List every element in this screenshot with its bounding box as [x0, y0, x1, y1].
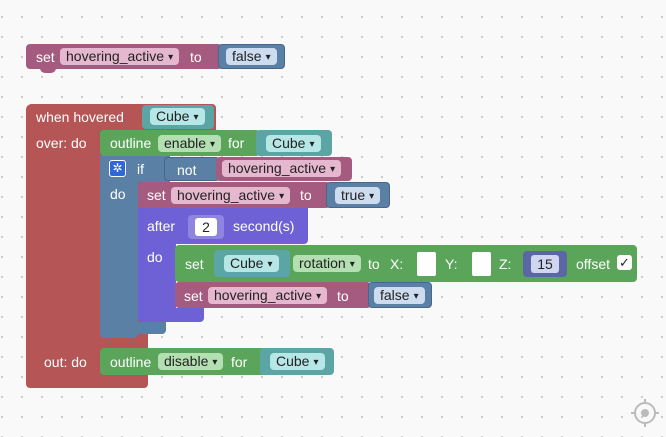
chevron-down-icon: ▾ — [267, 259, 273, 270]
out-do-label: out: do — [44, 354, 87, 370]
chevron-down-icon: ▾ — [330, 164, 336, 175]
object-name: Cube — [272, 135, 306, 151]
if-block[interactable] — [100, 156, 138, 338]
to-label: to — [190, 49, 202, 65]
object-dropdown[interactable]: Cube▾ — [224, 255, 279, 272]
outline-mode-dropdown[interactable]: disable▾ — [158, 353, 224, 370]
chevron-down-icon: ▾ — [349, 259, 355, 270]
x-input-slot[interactable] — [417, 252, 436, 276]
after-do-label: do — [147, 249, 163, 265]
seconds-input-block[interactable]: 2 — [188, 215, 224, 239]
chevron-down-icon: ▾ — [265, 52, 271, 63]
x-label: X: — [390, 256, 404, 272]
if-label: if — [137, 161, 144, 177]
if-block-footer — [100, 322, 166, 334]
chevron-down-icon: ▾ — [316, 291, 322, 302]
not-block[interactable]: not — [164, 157, 220, 181]
outline-enable-block[interactable]: outline enable▾ for — [100, 130, 260, 156]
object-block-cube-enable[interactable]: Cube▾ — [256, 130, 332, 156]
chevron-down-icon: ▾ — [279, 191, 285, 202]
boolean-block-false-top[interactable]: false▾ — [218, 44, 285, 69]
z-input[interactable]: 15 — [531, 255, 559, 273]
y-label: Y: — [445, 256, 458, 272]
outline-mode: disable — [164, 353, 209, 369]
outline-disable-block[interactable]: outline disable▾ for — [100, 348, 266, 375]
after-block-footer — [138, 308, 204, 322]
set-label: set — [36, 49, 55, 65]
boolean-value: true — [341, 187, 366, 203]
object-block-cube-disable[interactable]: Cube▾ — [260, 348, 334, 375]
set-variable-block-top[interactable]: set hovering_active▾ to — [26, 44, 222, 69]
property-name: rotation — [299, 255, 346, 271]
chevron-down-icon: ▾ — [413, 291, 419, 302]
variable-name: hovering_active — [177, 187, 276, 203]
variable-name: hovering_active — [214, 287, 313, 303]
set-variable-block-true[interactable]: set hovering_active▾ to — [138, 182, 330, 208]
chevron-down-icon: ▾ — [313, 357, 319, 368]
set-label: set — [184, 288, 203, 304]
variable-dropdown[interactable]: hovering_active▾ — [208, 287, 328, 304]
chevron-down-icon: ▾ — [210, 139, 216, 150]
set-label: set — [185, 256, 204, 272]
boolean-dropdown[interactable]: false▾ — [226, 48, 277, 65]
variable-name: hovering_active — [66, 48, 165, 64]
outline-label: outline — [110, 354, 152, 370]
object-name: Cube — [156, 108, 190, 124]
object-dropdown[interactable]: Cube▾ — [150, 108, 205, 125]
boolean-value: false — [232, 48, 262, 64]
z-number-block[interactable]: 15 — [523, 251, 567, 277]
object-name: Cube — [230, 255, 264, 271]
gear-icon[interactable]: ✲ — [109, 160, 126, 177]
to-label: to — [368, 256, 380, 272]
z-label: Z: — [499, 256, 512, 272]
boolean-block-true[interactable]: true▾ — [326, 182, 390, 208]
block-bottom-tab — [40, 68, 56, 73]
outline-label: outline — [110, 135, 152, 151]
outline-mode: enable — [164, 135, 207, 151]
over-do-label: over: do — [36, 135, 87, 151]
variable-dropdown[interactable]: hovering_active▾ — [171, 187, 291, 204]
boolean-dropdown[interactable]: true▾ — [335, 187, 381, 204]
object-block-cube-rotation[interactable]: Cube▾ — [214, 250, 290, 277]
boolean-block-false-inner[interactable]: false▾ — [368, 282, 432, 308]
if-do-label: do — [110, 186, 126, 202]
for-label: for — [228, 135, 245, 151]
to-label: to — [337, 288, 349, 304]
after-label: after — [147, 218, 176, 234]
chevron-down-icon: ▾ — [193, 112, 199, 123]
boolean-dropdown[interactable]: false▾ — [374, 287, 425, 304]
object-block-cube-hover[interactable]: Cube▾ — [142, 105, 214, 129]
object-dropdown[interactable]: Cube▾ — [266, 135, 321, 152]
to-label: to — [300, 187, 312, 203]
set-variable-block-false[interactable]: set hovering_active▾ to — [175, 282, 371, 308]
variable-name: hovering_active — [228, 160, 327, 176]
boolean-value: false — [380, 287, 410, 303]
object-name: Cube — [276, 353, 310, 369]
offset-label: offset — [576, 256, 610, 272]
chevron-down-icon: ▾ — [309, 139, 315, 150]
chevron-down-icon: ▾ — [168, 52, 174, 63]
offset-checkbox[interactable]: ✓ — [617, 255, 632, 270]
outline-mode-dropdown[interactable]: enable▾ — [158, 135, 222, 152]
object-dropdown[interactable]: Cube▾ — [270, 353, 325, 370]
property-dropdown[interactable]: rotation▾ — [293, 255, 361, 272]
get-variable-block[interactable]: hovering_active▾ — [216, 157, 352, 181]
not-label: not — [177, 162, 197, 178]
set-label: set — [147, 187, 166, 203]
chevron-down-icon: ▾ — [369, 191, 375, 202]
for-label: for — [231, 354, 248, 370]
when-hovered-label: when hovered — [36, 109, 124, 125]
seconds-label: second(s) — [233, 218, 295, 234]
variable-dropdown[interactable]: hovering_active▾ — [222, 160, 342, 177]
y-input-slot[interactable] — [472, 252, 491, 276]
variable-dropdown[interactable]: hovering_active▾ — [60, 48, 180, 65]
seconds-input[interactable]: 2 — [195, 218, 217, 236]
chevron-down-icon: ▾ — [212, 357, 218, 368]
crosshair-icon[interactable] — [630, 398, 660, 428]
